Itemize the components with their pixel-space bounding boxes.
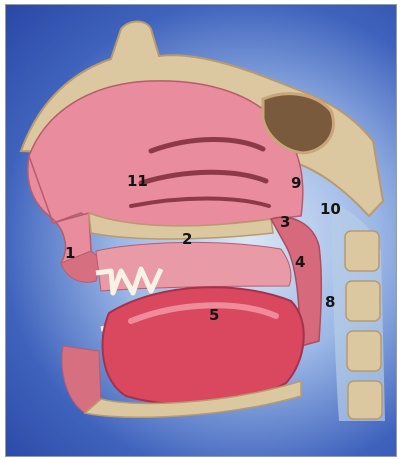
label-11: 11 xyxy=(127,174,148,189)
label-9: 9 xyxy=(291,176,301,191)
vertebra-2 xyxy=(346,281,380,321)
vertebra-3 xyxy=(347,331,381,371)
label-5: 5 xyxy=(209,308,219,323)
lower-lip xyxy=(62,346,101,413)
head-cross-section-illustration xyxy=(6,5,396,456)
label-4: 4 xyxy=(295,255,305,270)
label-8: 8 xyxy=(325,295,335,310)
label-3: 3 xyxy=(280,215,290,230)
label-10: 10 xyxy=(320,202,341,217)
vertebra-4 xyxy=(348,381,382,419)
label-1: 1 xyxy=(65,246,75,261)
label-2: 2 xyxy=(182,232,192,247)
illustration-frame: 1 2 3 4 5 8 9 10 11 xyxy=(5,4,397,457)
vertebra-1 xyxy=(345,231,379,271)
